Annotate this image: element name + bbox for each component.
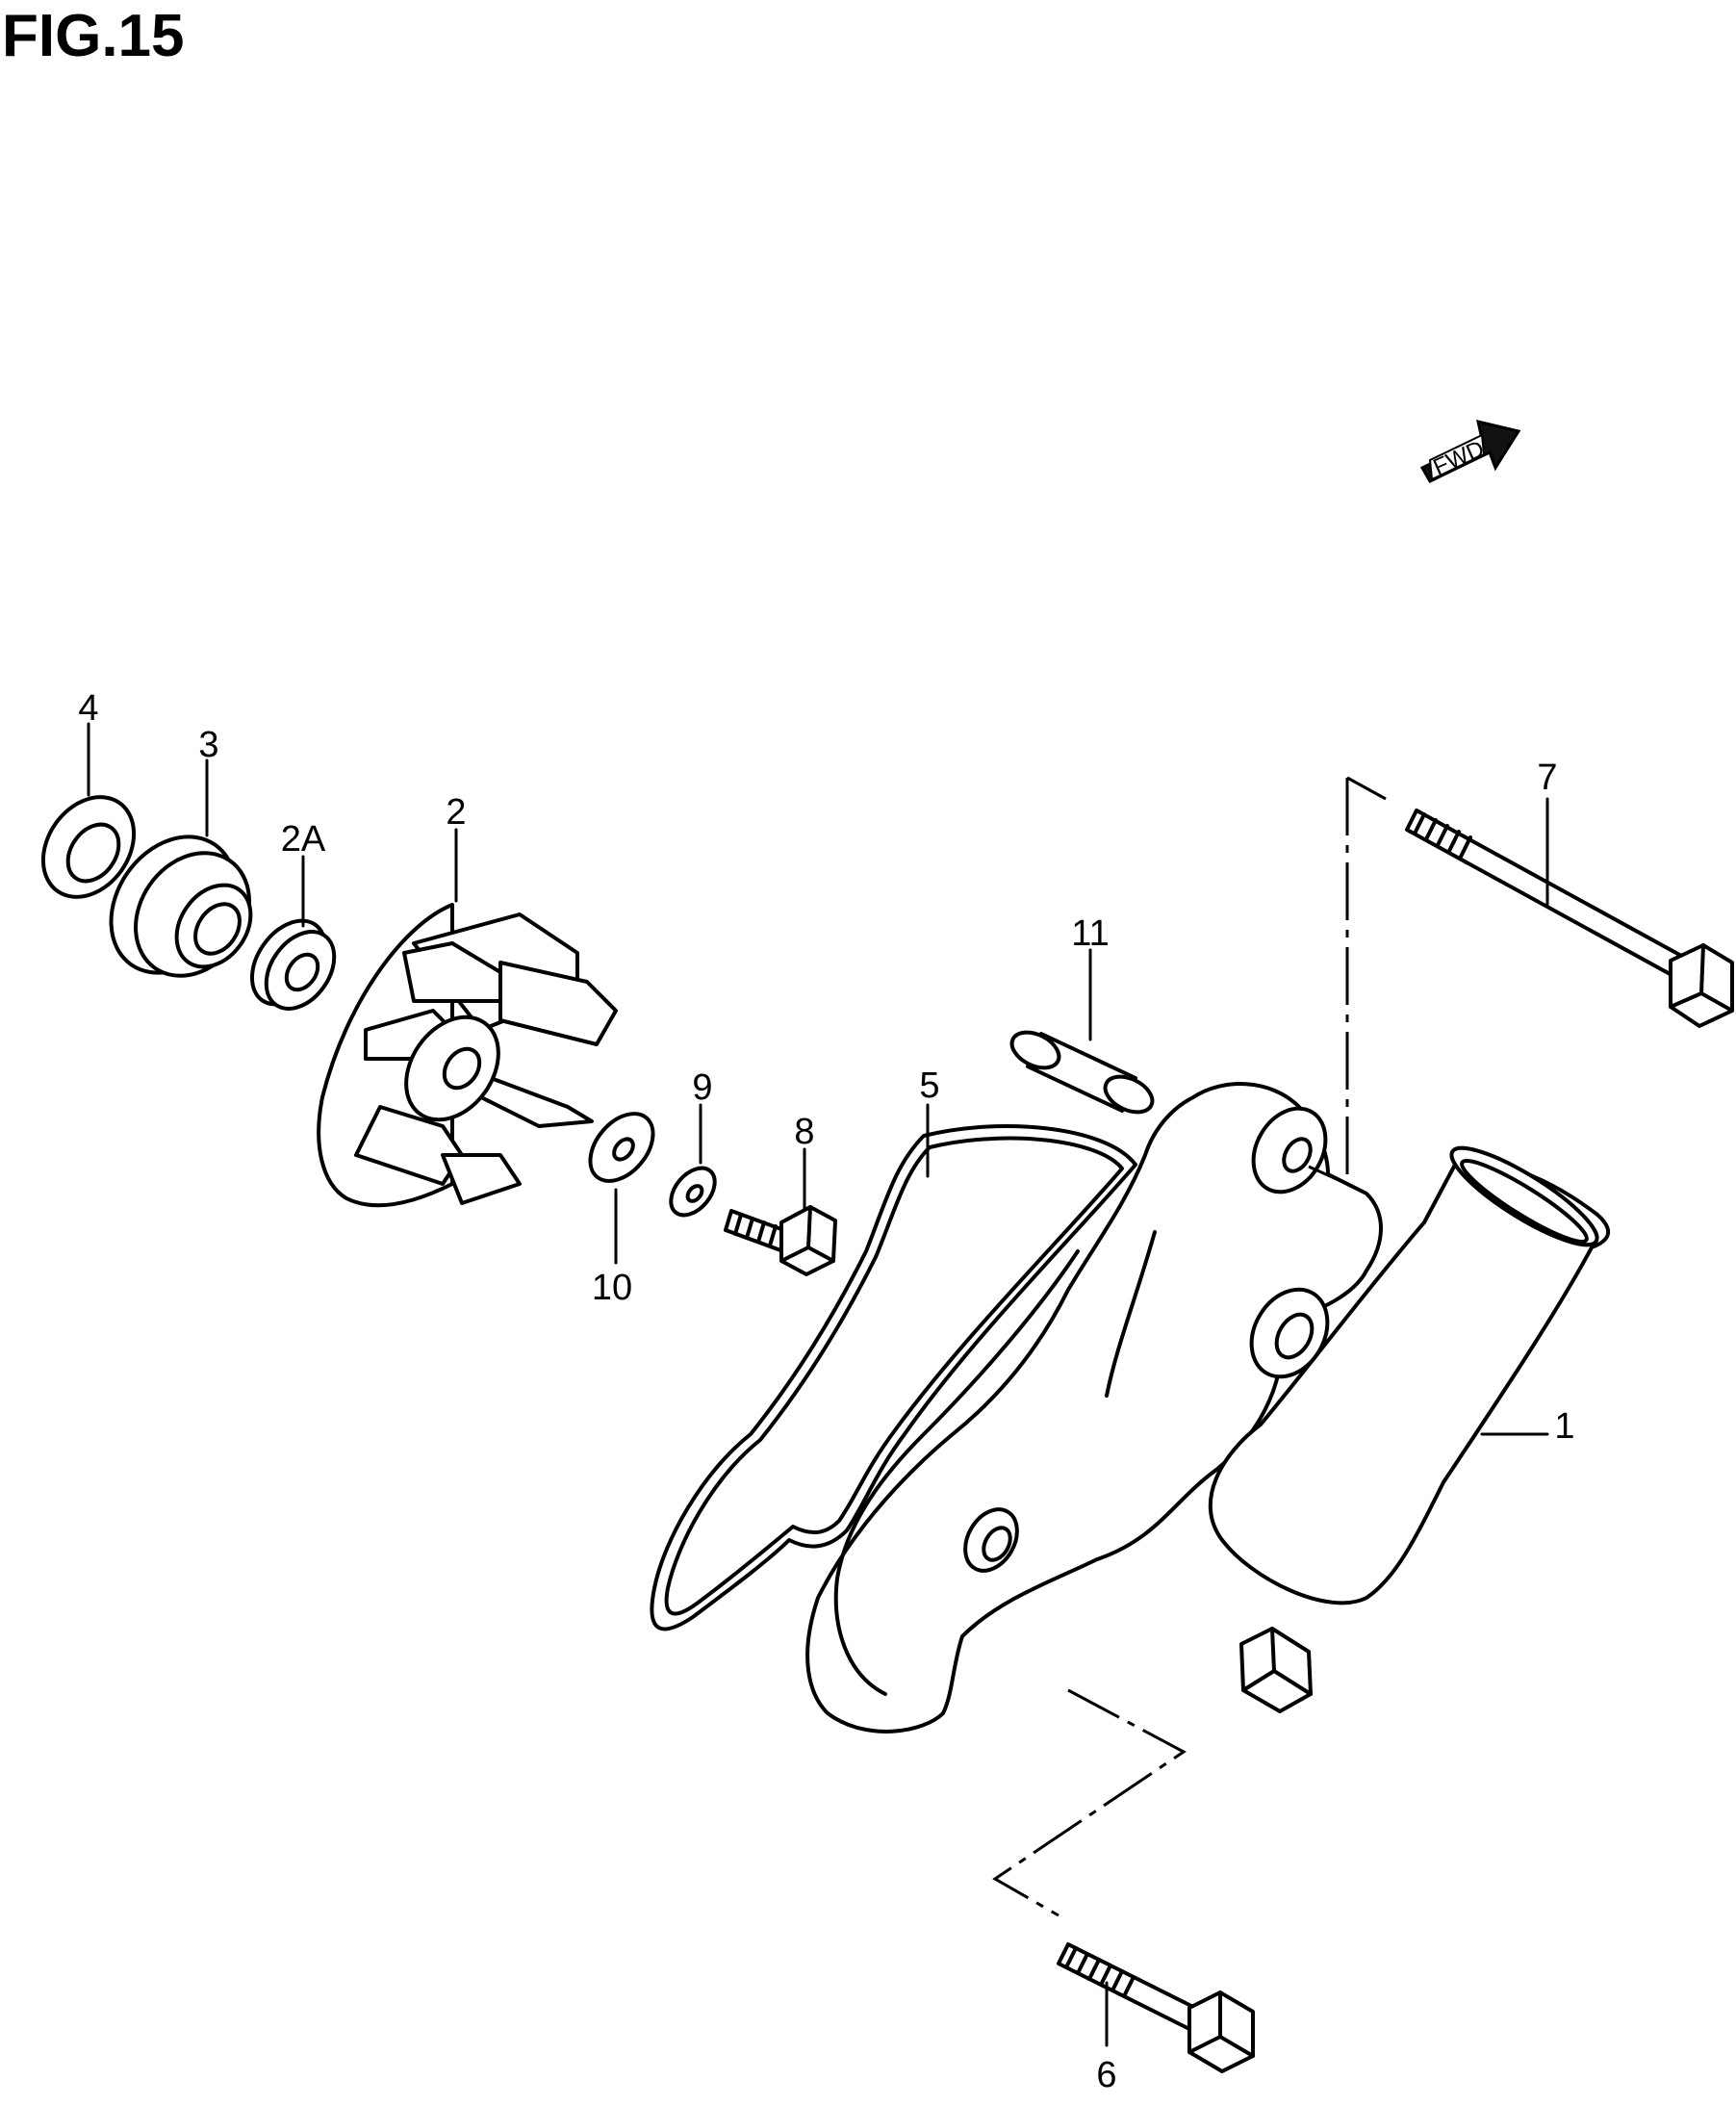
callout-5: 5 [919, 1066, 939, 1106]
fwd-arrow-icon: FWD [1419, 419, 1521, 483]
part-11-dowel-pin [1009, 948, 1155, 1115]
part-2-impeller [317, 828, 618, 1208]
callout-2a: 2A [281, 819, 326, 860]
part-9-washer [669, 1103, 717, 1218]
alignment-lines [992, 776, 1387, 1917]
fwd-label: FWD [1429, 436, 1488, 481]
part-10-washer [588, 1112, 655, 1265]
callout-10: 10 [592, 1268, 632, 1308]
part-4-oil-seal [40, 722, 137, 899]
part-5-gasket [650, 1103, 1137, 1631]
part-2a-washer [249, 855, 337, 1011]
figure-title: FIG.15 [2, 3, 185, 69]
callout-9: 9 [692, 1067, 712, 1108]
callout-4: 4 [78, 688, 98, 729]
callout-7: 7 [1537, 758, 1557, 798]
callout-2: 2 [446, 792, 466, 833]
callout-1: 1 [1554, 1406, 1574, 1447]
callout-11: 11 [1071, 913, 1109, 954]
part-8-bolt [724, 1147, 837, 1276]
callout-3: 3 [198, 725, 218, 765]
part-1-pump-cover [805, 1082, 1611, 1734]
part-3-mechanical-seal [109, 758, 253, 978]
part-7-long-bolt [1405, 797, 1734, 1028]
part-6-bolt [1057, 1942, 1255, 2073]
callout-6: 6 [1096, 2055, 1116, 2095]
callout-8: 8 [794, 1112, 814, 1152]
